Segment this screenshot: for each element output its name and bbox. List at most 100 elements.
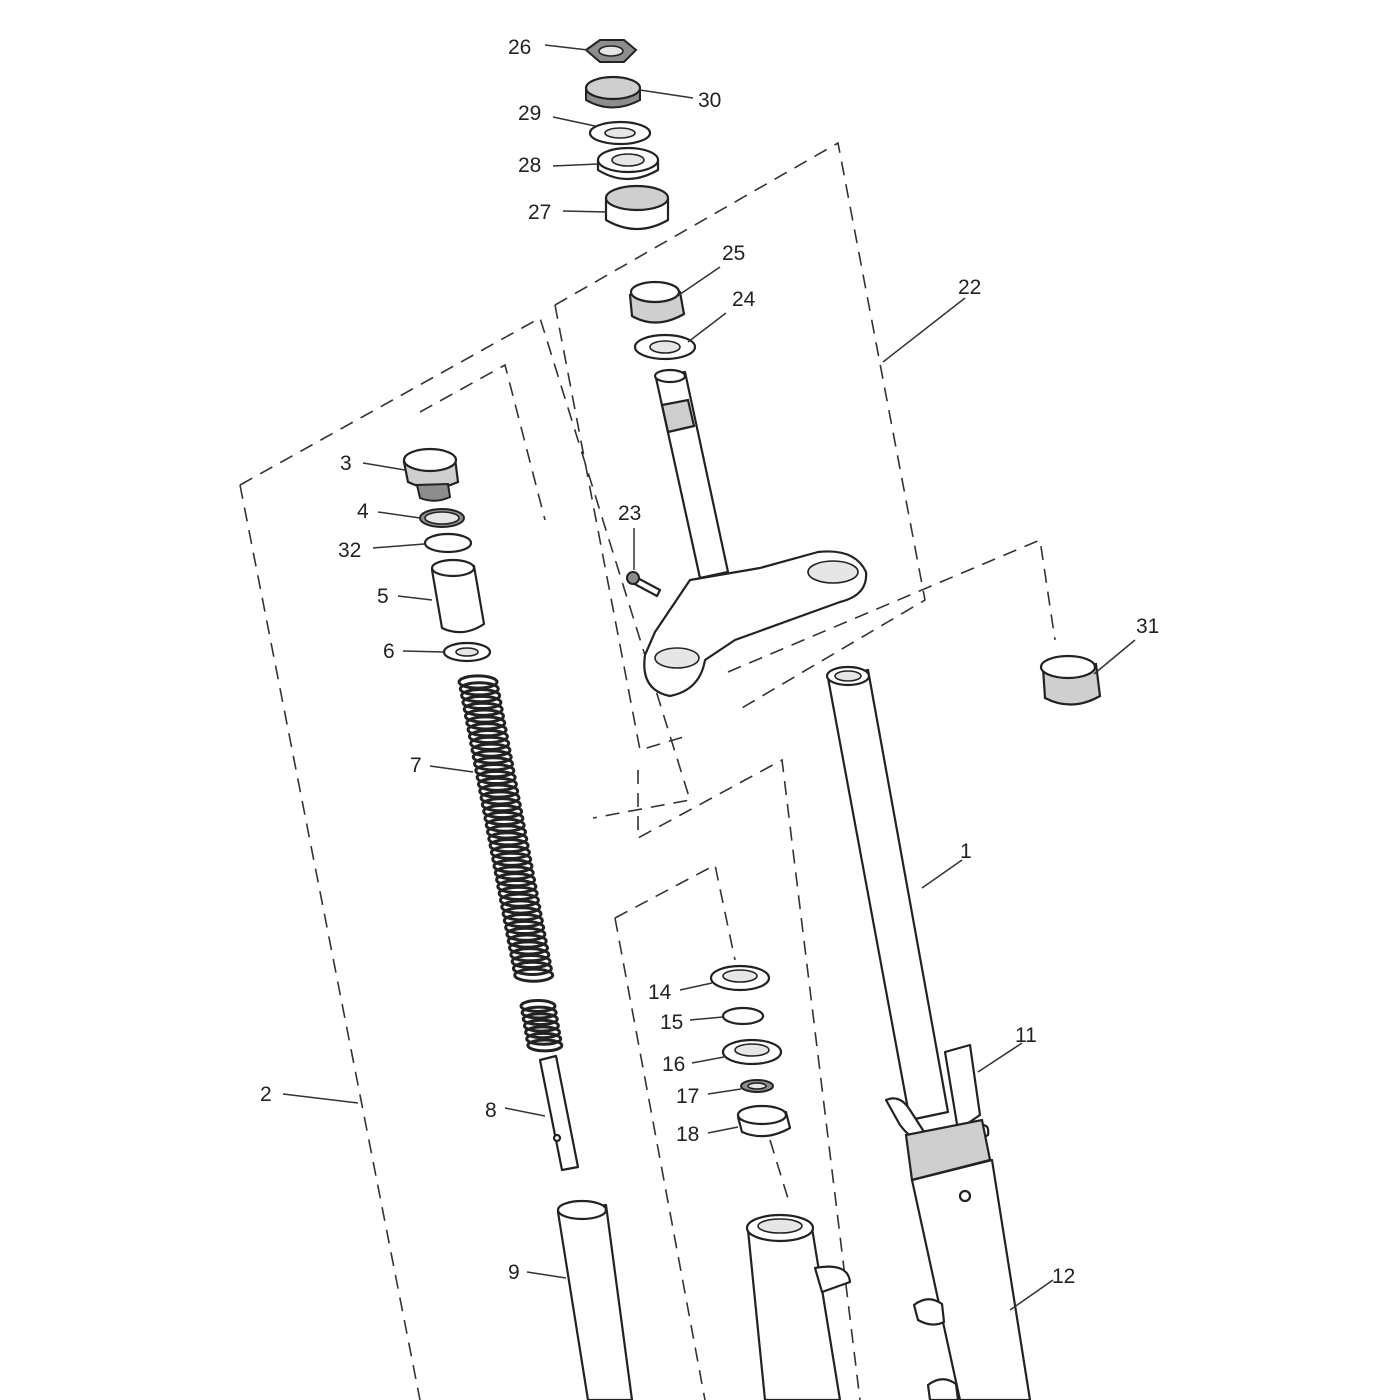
leader-32 <box>372 543 425 549</box>
steering-stem-thread <box>660 398 696 434</box>
leader-30 <box>639 89 694 99</box>
part-25-top <box>629 280 681 304</box>
spring-coil <box>501 906 543 922</box>
group-outline-18-link <box>769 1139 791 1206</box>
leader-3 <box>362 462 406 471</box>
fork-internals <box>402 447 634 1400</box>
callout-11: 11 <box>1015 1024 1037 1047</box>
leader-15 <box>689 1016 724 1021</box>
seal-stack <box>709 964 792 1138</box>
leader-31 <box>1093 639 1136 675</box>
group-outline-14-18-left <box>614 917 706 1400</box>
part-4-oring-inner <box>424 511 460 525</box>
spring-coil <box>497 885 539 901</box>
spring-coil <box>460 688 502 704</box>
leader-24 <box>687 312 727 343</box>
part-26-nut-bore <box>598 45 624 57</box>
callout-4: 4 <box>357 500 369 523</box>
steering-stem-top <box>653 368 687 384</box>
steering-head-stack <box>584 39 670 230</box>
callout-6: 6 <box>383 640 395 663</box>
part-6-hole <box>455 647 479 657</box>
callout-28: 28 <box>518 154 541 177</box>
leader-14 <box>679 982 713 991</box>
leader-5 <box>397 595 433 601</box>
callout-26: 26 <box>508 36 531 59</box>
steering-stem-assembly <box>626 280 868 698</box>
callout-25: 25 <box>722 242 745 265</box>
spring-coil <box>488 838 530 854</box>
callout-17: 17 <box>676 1085 699 1108</box>
callout-27: 27 <box>528 201 551 224</box>
lower-slider <box>745 1213 852 1400</box>
callout-15: 15 <box>660 1011 683 1034</box>
leader-11 <box>977 1042 1023 1073</box>
group-outline-22-left <box>554 304 691 752</box>
lower-yoke <box>643 550 868 698</box>
part-5-top <box>430 558 476 578</box>
spring-coil <box>502 913 544 929</box>
callout-2: 2 <box>260 1083 272 1106</box>
callout-29: 29 <box>518 102 541 125</box>
part-5-spacer <box>430 564 486 634</box>
group-outline-14-18 <box>614 863 736 961</box>
callout-30: 30 <box>698 89 721 112</box>
callout-16: 16 <box>662 1053 685 1076</box>
spring-coil <box>521 1012 559 1027</box>
callout-1: 1 <box>960 840 972 863</box>
callout-32: 32 <box>338 539 361 562</box>
spring-coil <box>486 824 527 840</box>
spring-coil <box>522 1018 560 1033</box>
spring-coil <box>458 681 500 697</box>
lower-yoke-left-bore <box>654 647 700 669</box>
lower-yoke-right-bore <box>807 560 859 584</box>
spring-coil <box>483 810 525 826</box>
spring-coil <box>474 763 516 779</box>
part-3-thread <box>415 482 452 502</box>
part-1-bore <box>834 670 862 682</box>
group-outline-spring <box>419 363 546 521</box>
part-7-spring <box>457 674 555 983</box>
leader-lines <box>282 44 1136 1311</box>
callout-14: 14 <box>648 981 672 1004</box>
callout-31: 31 <box>1136 615 1159 638</box>
leader-22 <box>882 297 966 363</box>
part-23-bolt-head <box>626 571 640 585</box>
leader-16 <box>691 1056 725 1064</box>
spring-coil <box>457 674 499 690</box>
callout-24: 24 <box>732 288 756 311</box>
group-outline-damper <box>637 758 861 1400</box>
spring-coil <box>467 728 509 745</box>
spring-coil <box>492 858 534 874</box>
part-24-hole <box>649 340 681 354</box>
drawing-panel <box>195 0 1205 1400</box>
spring-coil <box>473 756 515 772</box>
spring-coil <box>471 749 513 765</box>
part-8-rod <box>538 1054 580 1172</box>
callout-22: 22 <box>958 276 981 299</box>
part-12-boss-2 <box>926 1378 960 1400</box>
spring-coil <box>469 735 511 751</box>
part-9-top <box>556 1199 608 1221</box>
callout-5: 5 <box>377 585 389 608</box>
spring-coil <box>489 844 531 861</box>
spring-coil <box>495 872 537 888</box>
spring-coil <box>506 933 548 949</box>
spring-coil <box>505 926 547 942</box>
leader-25 <box>675 266 721 298</box>
part-32-oring <box>423 532 473 554</box>
part-29-hole <box>604 127 636 139</box>
leader-29 <box>552 116 596 127</box>
spring-coil <box>487 831 529 847</box>
spring-coil <box>519 999 557 1013</box>
leader-4 <box>377 511 421 519</box>
part-8-damper-rod <box>519 999 564 1053</box>
leader-18 <box>707 1126 739 1134</box>
part-1-stanchion <box>826 668 950 1122</box>
slider-boss <box>813 1265 852 1294</box>
spring-coil <box>520 1005 558 1020</box>
group-outline-22 <box>554 141 926 713</box>
spring-coil <box>465 715 507 731</box>
part-31-plug-group <box>1039 654 1102 706</box>
